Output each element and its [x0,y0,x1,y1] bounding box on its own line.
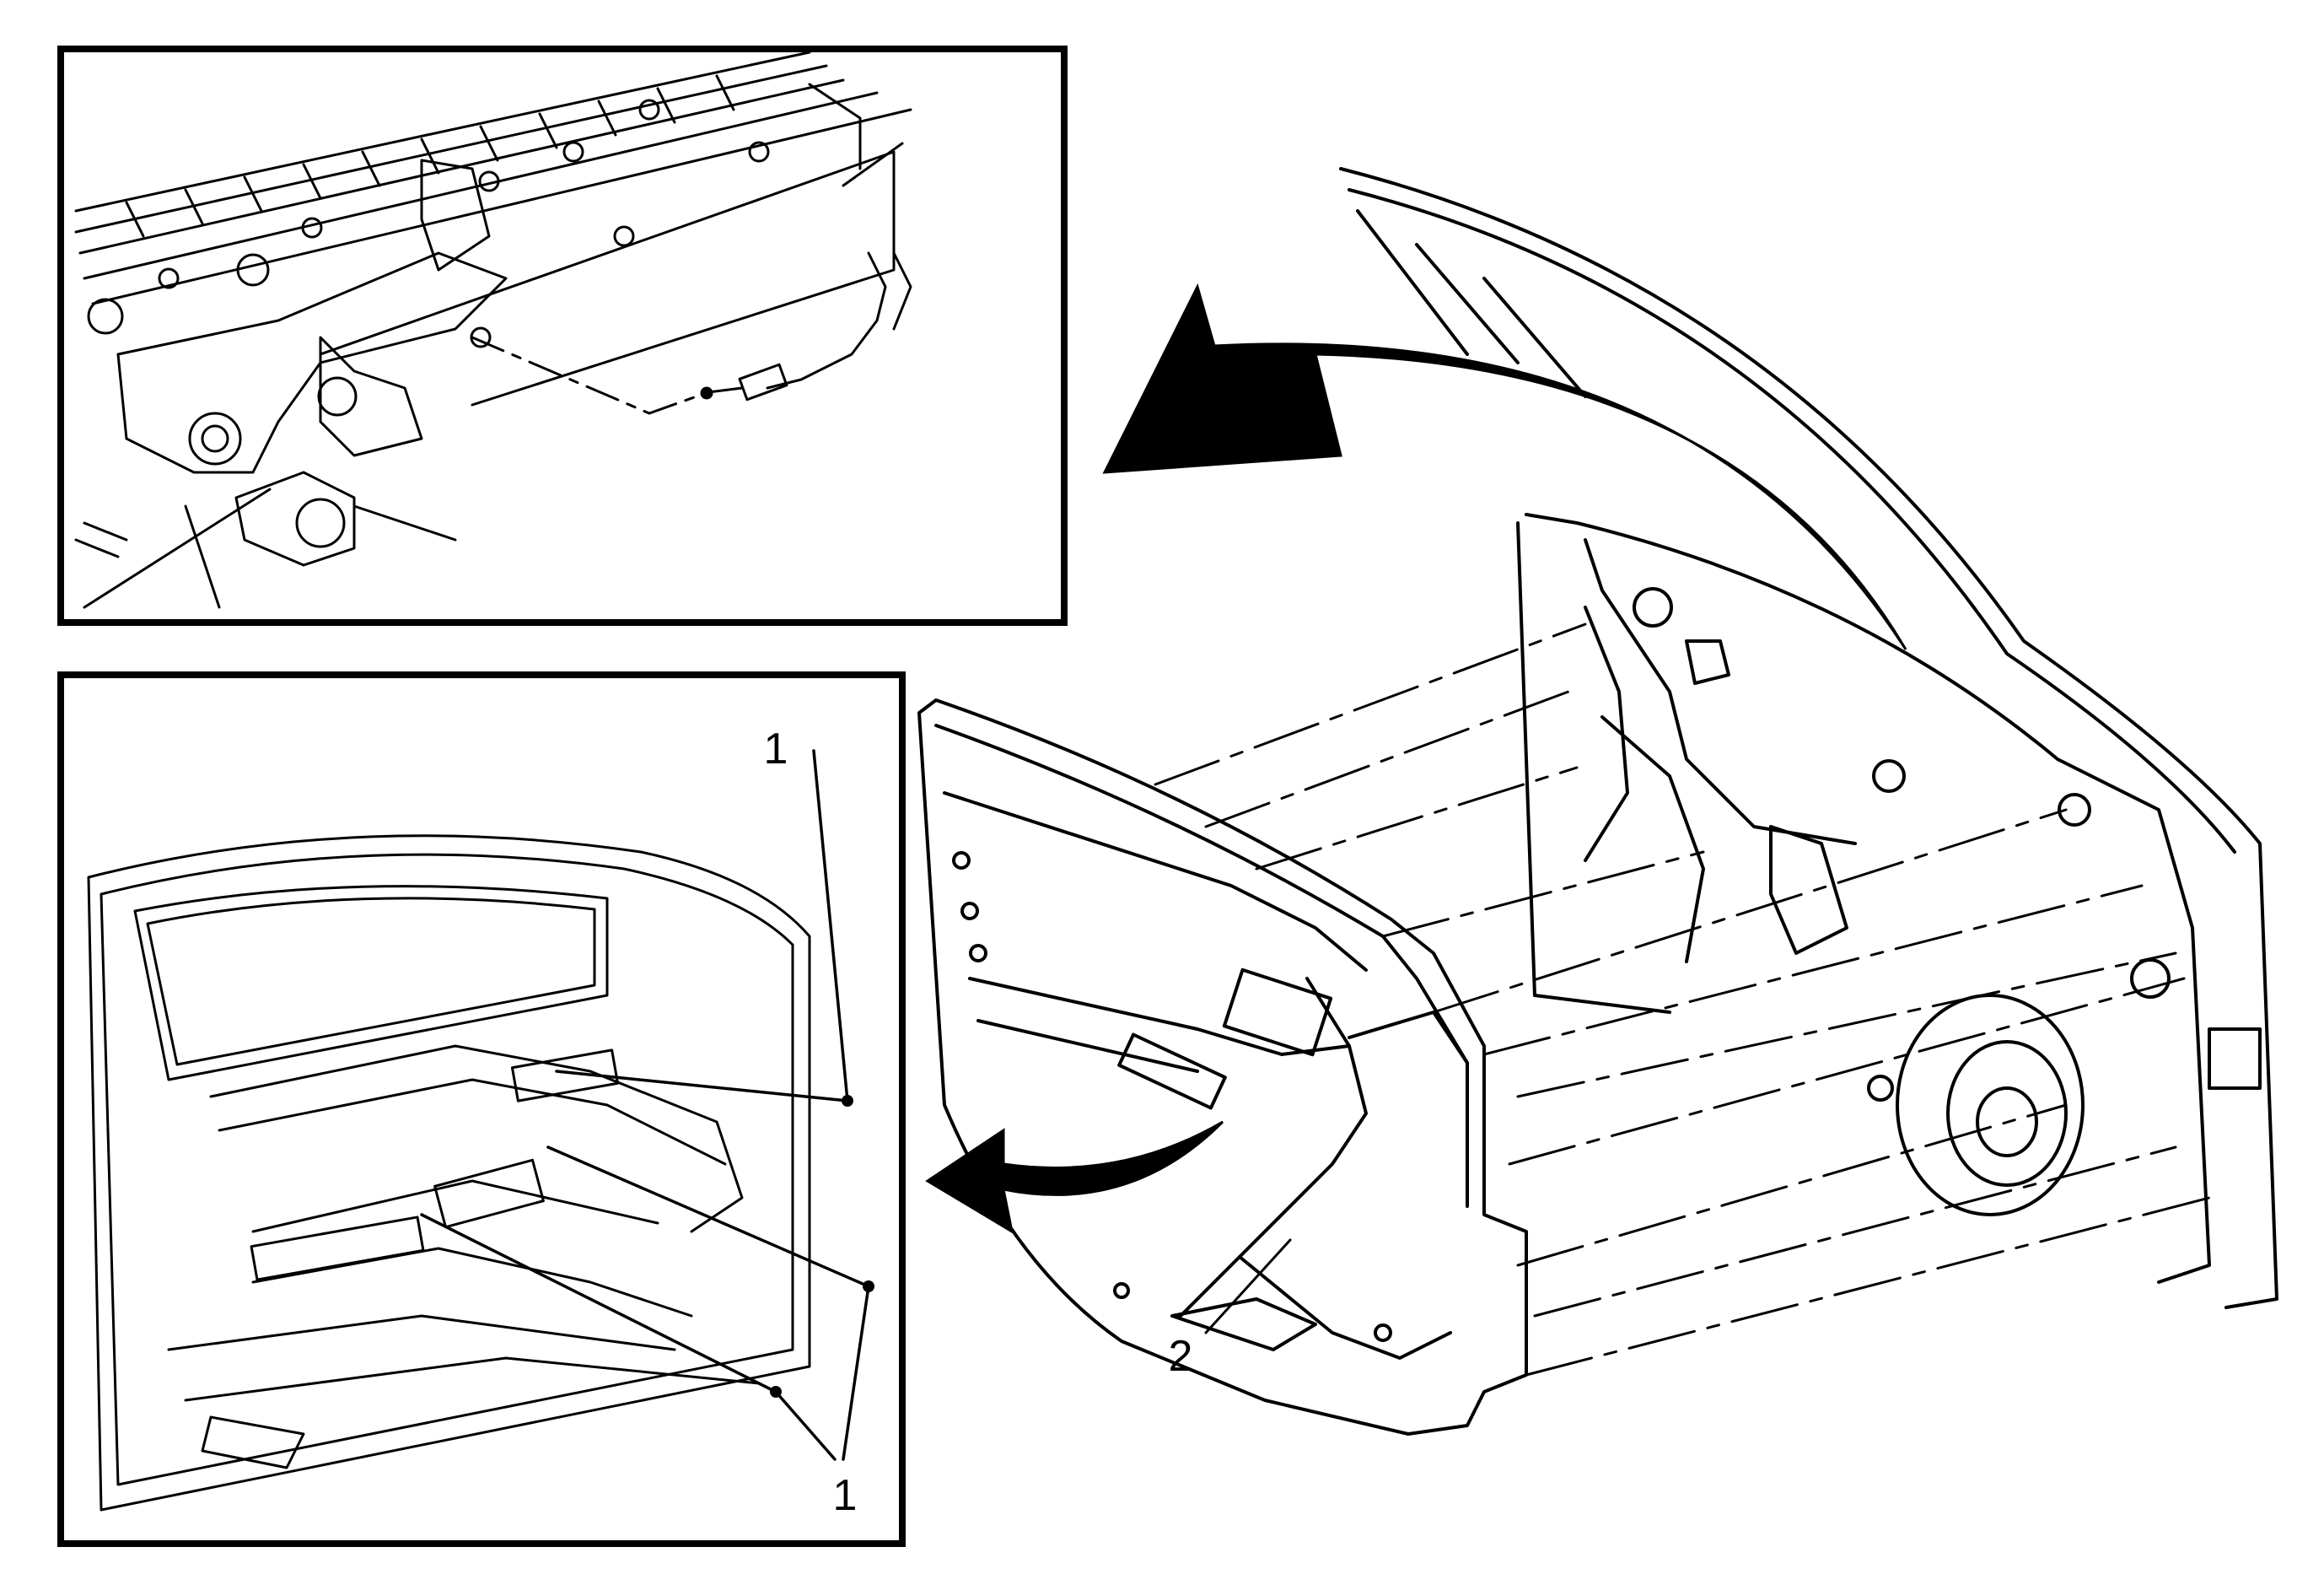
fastener-upper [842,1095,853,1107]
main-door-view: 2 [917,167,2278,1436]
callout-fastener-bottom: 1 [833,1471,858,1520]
inset-handle-cable [57,46,1068,626]
door-trim-panel [917,698,1528,1436]
removal-arrow-large [1102,283,1907,650]
fastener-middle [863,1280,874,1292]
inset-frame-bottom [57,671,906,1547]
fastener-lower [770,1386,782,1398]
inset-door-panel: 1 1 [57,671,906,1547]
callout-fastener-top: 1 [764,725,788,774]
callout-door-trim-panel: 2 [1169,1332,1193,1381]
speaker [1896,994,2085,1216]
removal-arrow-small [925,1120,1224,1235]
